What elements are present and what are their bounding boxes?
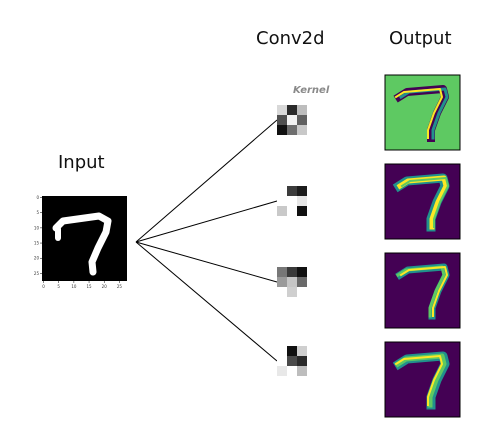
output-map-2 <box>384 163 461 240</box>
kernel-cell <box>297 105 307 115</box>
kernel-cell <box>287 206 297 216</box>
kernel-3 <box>277 267 307 297</box>
connection-line <box>135 119 278 243</box>
kernel-cell <box>287 125 297 135</box>
y-tick-label: 10 <box>34 225 40 230</box>
kernel-cell <box>277 186 287 196</box>
kernel-cell <box>277 346 287 356</box>
kernel-cell <box>297 356 307 366</box>
kernel-cell <box>287 186 297 196</box>
input-image: 0 5 10 15 20 25 0 5 10 15 20 25 <box>34 195 127 289</box>
output-digit-stroke <box>395 265 446 318</box>
output-heading: Output <box>389 28 452 49</box>
connection-lines <box>135 119 278 362</box>
y-tick-label: 20 <box>34 256 40 261</box>
y-tick-label: 15 <box>34 241 40 246</box>
output-map-background <box>384 74 461 151</box>
x-tick-label: 25 <box>117 284 123 289</box>
x-tick-label: 20 <box>102 284 108 289</box>
kernel-cell <box>297 186 307 196</box>
output-digit-stroke <box>396 175 449 230</box>
connection-line <box>135 200 278 243</box>
kernel-cell <box>297 115 307 125</box>
kernel-cell <box>297 125 307 135</box>
kernel-cell <box>287 196 297 206</box>
kernel-cell <box>287 346 297 356</box>
kernel-cell <box>277 277 287 287</box>
kernel-cell <box>277 115 287 125</box>
output-digit-stroke <box>394 88 443 139</box>
kernel-cell <box>277 206 287 216</box>
x-tick-label: 15 <box>87 284 93 289</box>
output-digit-stroke <box>394 355 443 406</box>
y-tick-label: 5 <box>36 210 39 215</box>
kernel-cell <box>277 267 287 277</box>
kernel-cell <box>277 366 287 376</box>
kernel-cell <box>297 277 307 287</box>
x-tick-label: 0 <box>42 284 45 289</box>
kernel-1 <box>277 105 307 135</box>
kernel-cell <box>287 277 297 287</box>
kernel-cell <box>277 356 287 366</box>
input-digit-stroke <box>52 212 112 276</box>
kernel-cell <box>277 287 287 297</box>
kernel-cell <box>287 366 297 376</box>
y-tick-label: 0 <box>36 195 39 200</box>
output-map-3 <box>384 252 461 329</box>
input-image-background <box>42 196 127 281</box>
output-map-1 <box>384 74 461 151</box>
input-heading: Input <box>58 152 105 173</box>
kernel-group <box>277 105 307 376</box>
kernel-cell <box>277 125 287 135</box>
output-map-background <box>384 252 461 329</box>
kernel-cell <box>287 356 297 366</box>
kernel-cell <box>287 287 297 297</box>
kernel-cell <box>277 196 287 206</box>
connection-line <box>135 241 278 362</box>
kernel-cell <box>297 196 307 206</box>
conv2d-heading: Conv2d <box>256 28 325 49</box>
output-digit-stroke <box>400 177 449 228</box>
kernel-cell <box>297 287 307 297</box>
kernel-cell <box>297 206 307 216</box>
output-digit-stroke <box>399 266 448 317</box>
kernel-cell <box>277 105 287 115</box>
kernel-cell <box>287 105 297 115</box>
kernel-4 <box>277 346 307 376</box>
y-tick-label: 25 <box>34 271 40 276</box>
output-map-4 <box>384 341 461 418</box>
kernel-label: Kernel <box>293 85 330 96</box>
output-group <box>384 74 461 418</box>
kernel-cell <box>297 346 307 356</box>
connection-line <box>135 241 278 283</box>
x-tick-label: 10 <box>71 284 77 289</box>
kernel-2 <box>277 186 307 216</box>
kernel-cell <box>297 366 307 376</box>
x-tick-label: 5 <box>57 284 60 289</box>
kernel-cell <box>287 115 297 125</box>
kernel-cell <box>287 267 297 277</box>
kernel-cell <box>297 267 307 277</box>
